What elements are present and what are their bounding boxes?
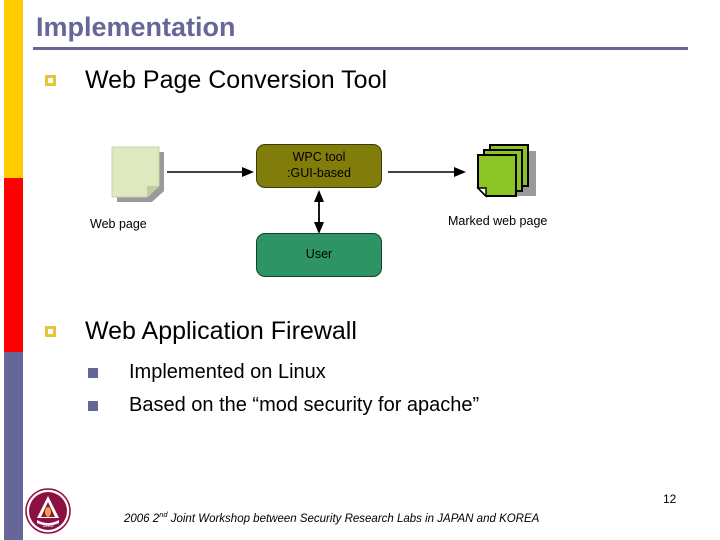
node-wpc-line2: :GUI-based	[287, 166, 351, 180]
node-wpc-line1: WPC tool	[292, 150, 346, 165]
sidebar-band-purple	[4, 352, 23, 540]
arrow-wpc-to-marked-page	[388, 167, 466, 177]
footer-text-before: 2006 2	[124, 512, 160, 525]
footer-text-superscript: nd	[159, 510, 168, 519]
bullet-label: Implemented on Linux	[129, 361, 326, 383]
node-user-label: User	[305, 247, 333, 262]
sidebar-band-red	[4, 178, 23, 352]
arrow-web-page-to-wpc	[167, 167, 254, 177]
square-bullet-icon	[45, 75, 56, 86]
small-square-bullet-icon	[88, 367, 98, 378]
sidebar-band-yellow	[4, 0, 23, 178]
label-web-page: Web page	[90, 217, 147, 231]
node-user: User	[256, 233, 382, 277]
bullet-label: Based on the “mod security for apache”	[129, 394, 480, 416]
node-wpc-tool: WPC tool :GUI-based	[256, 144, 382, 188]
title-divider	[33, 47, 688, 50]
marked-web-page-stack-icon	[476, 144, 536, 198]
bullet-web-page-conversion-tool: Web Page Conversion Tool	[45, 66, 387, 95]
bullet-implemented-on-linux: Implemented on Linux	[88, 361, 326, 384]
square-bullet-icon	[45, 326, 56, 337]
bullet-label: Web Page Conversion Tool	[85, 66, 388, 94]
bullet-label: Web Application Firewall	[85, 317, 357, 345]
bullet-based-on-mod-security: Based on the “mod security for apache”	[88, 394, 479, 417]
page-title: Implementation	[36, 12, 236, 42]
small-square-bullet-icon	[88, 400, 98, 411]
bullet-web-application-firewall: Web Application Firewall	[45, 317, 357, 346]
footer-text: 2006 2nd Joint Workshop between Security…	[124, 510, 539, 525]
university-logo-icon: 1285	[25, 488, 71, 534]
svg-text:1285: 1285	[42, 523, 53, 529]
page-number: 12	[663, 492, 677, 506]
arrow-wpc-to-user	[314, 190, 324, 234]
web-page-document-icon	[111, 146, 164, 202]
label-marked-web-page: Marked web page	[448, 214, 548, 228]
footer-text-after: Joint Workshop between Security Research…	[167, 512, 540, 525]
